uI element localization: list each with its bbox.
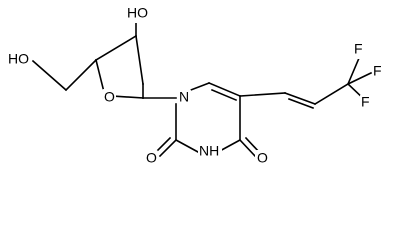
right-carbonyl-oxygen-label: O (257, 150, 268, 166)
fluorine-label-bottom: F (361, 94, 370, 110)
fluorine-label-right: F (373, 63, 382, 79)
fluorine-label-top: F (354, 41, 363, 57)
amide-nh-label: NH (199, 143, 219, 159)
bond-c1-o-ring (111, 95, 144, 99)
bond-ch2-oh (31, 59, 68, 92)
hydroxyl-label-left: HO (8, 51, 29, 67)
bond-vinyl-double (283, 91, 317, 106)
hydroxyl-label-top: HO (127, 5, 148, 21)
bond-cf3-f-right (346, 71, 373, 86)
bond-c3-c2 (135, 35, 144, 85)
ring-oxygen-label: O (104, 89, 115, 105)
chemical-structure-canvas: HO HO O N O NH O F F F (8, 4, 382, 166)
bond-c4-o (238, 138, 257, 158)
bond-c6-c5 (207, 81, 242, 98)
bond-c5-vinyl (239, 92, 286, 97)
bond-c4-ch2 (64, 58, 98, 92)
bond-vinyl-double-parallel (287, 97, 315, 110)
bond-c6-c5-double (210, 88, 238, 102)
molecule-diagram: HO HO O N O NH O F F F (8, 4, 382, 166)
bond-c4-o-ring (95, 59, 105, 93)
bond-vinyl-cf3 (313, 82, 350, 106)
bond-c2-o (158, 138, 178, 158)
bond-c3-c4 (94, 34, 138, 62)
nitrogen-label: N (179, 89, 189, 105)
bond-c2-o-double (153, 136, 172, 155)
bond-n3-c2 (174, 138, 200, 154)
left-carbonyl-oxygen-label: O (146, 150, 157, 166)
